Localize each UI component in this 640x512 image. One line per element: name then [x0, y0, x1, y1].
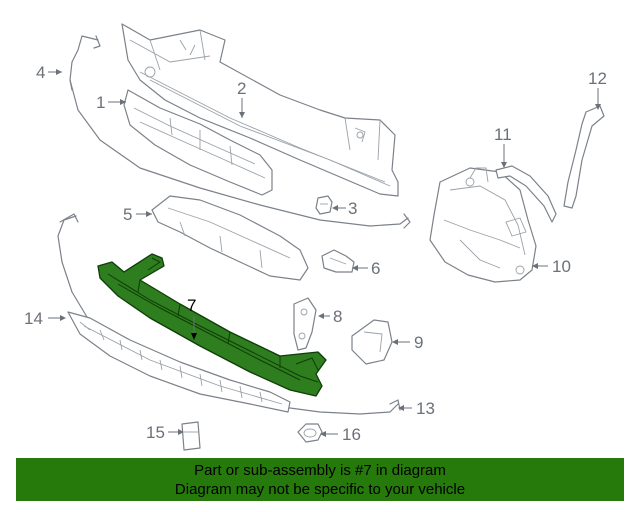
part-13-grille[interactable] [67, 311, 291, 413]
callout-7: 7 [187, 296, 196, 315]
part-16-cover[interactable] [297, 423, 323, 443]
part-8-bracket[interactable] [293, 297, 317, 351]
part-9-bracket[interactable] [351, 319, 393, 365]
callout-13: 13 [416, 399, 435, 418]
callout-arrowheads [56, 69, 601, 437]
callout-12: 12 [588, 69, 607, 88]
part-6-bracket[interactable] [321, 249, 355, 273]
part-11-strip[interactable] [495, 165, 557, 223]
callout-5: 5 [123, 205, 132, 224]
part-10-side-bracket[interactable] [429, 167, 537, 283]
banner-line-1: Part or sub-assembly is #7 in diagram [194, 462, 446, 479]
info-banner: Part or sub-assembly is #7 in diagram Di… [16, 458, 624, 501]
callout-2: 2 [237, 79, 246, 98]
part-7-reinforcement-highlighted[interactable] [97, 253, 327, 397]
part-3-clip[interactable] [315, 195, 333, 215]
callout-8: 8 [333, 307, 342, 326]
callout-9: 9 [414, 333, 423, 352]
part-5-deflector[interactable] [151, 195, 309, 281]
callout-6: 6 [371, 259, 380, 278]
callout-11: 11 [494, 125, 512, 144]
part-1-absorber[interactable] [123, 89, 273, 196]
part-12-side-strip[interactable] [563, 105, 605, 209]
callout-numbers: 1 2 3 4 5 6 7 8 9 10 11 12 13 14 15 16 [24, 63, 607, 444]
callout-10: 10 [552, 257, 571, 276]
callout-3: 3 [348, 199, 357, 218]
callout-16: 16 [342, 425, 361, 444]
callout-4: 4 [36, 63, 45, 82]
callout-15: 15 [146, 423, 165, 442]
callout-1: 1 [96, 93, 105, 112]
part-15-clip[interactable] [181, 421, 201, 451]
callout-14: 14 [24, 309, 43, 328]
banner-line-2: Diagram may not be specific to your vehi… [174, 481, 466, 498]
part-4-harness[interactable] [69, 35, 411, 229]
part-2-reinforcement[interactable] [121, 23, 399, 197]
parts-diagram: 1 2 3 4 5 6 7 8 9 10 11 12 13 14 15 16 [24, 23, 607, 451]
